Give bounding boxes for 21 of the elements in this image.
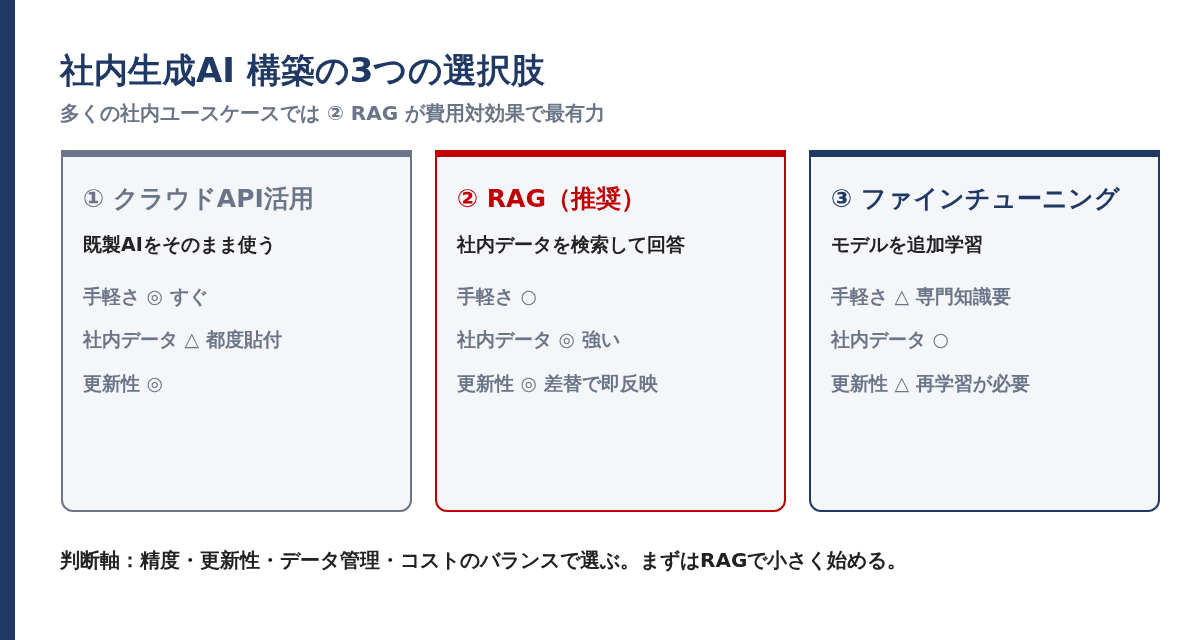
option-card bbox=[61, 150, 412, 512]
footer-note: 判断軸：精度・更新性・データ管理・コストのバランスで選ぶ。まずはRAGで小さく始める。 bbox=[60, 547, 908, 574]
rating-line: 手軽さ ○ bbox=[457, 284, 538, 309]
card-heading: ② RAG（推奨） bbox=[457, 183, 646, 215]
slide-title: 社内生成AI 構築の3つの選択肢 bbox=[60, 49, 546, 92]
card-heading: ③ ファインチューニング bbox=[831, 183, 1120, 215]
option-card bbox=[809, 150, 1160, 512]
rating-line: 社内データ ○ bbox=[831, 327, 950, 352]
rating-line: 手軽さ ◎ すぐ bbox=[83, 284, 208, 309]
rating-line: 手軽さ △ 専門知識要 bbox=[831, 284, 1011, 309]
card-description: 既製AIをそのまま使う bbox=[83, 232, 276, 257]
card-description: 社内データを検索して回答 bbox=[457, 232, 685, 257]
option-card bbox=[435, 150, 786, 512]
subtitle: 多くの社内ユースケースでは ② RAG が費用対効果で最有力 bbox=[60, 100, 606, 126]
card-description: モデルを追加学習 bbox=[831, 232, 983, 257]
rating-line: 更新性 ◎ 差替で即反映 bbox=[457, 371, 658, 396]
rating-line: 社内データ ◎ 強い bbox=[457, 327, 620, 352]
rating-line: 更新性 △ 再学習が必要 bbox=[831, 371, 1030, 396]
card-heading: ① クラウドAPI活用 bbox=[83, 183, 314, 215]
rating-line: 社内データ △ 都度貼付 bbox=[83, 327, 282, 352]
rating-line: 更新性 ◎ bbox=[83, 371, 164, 396]
